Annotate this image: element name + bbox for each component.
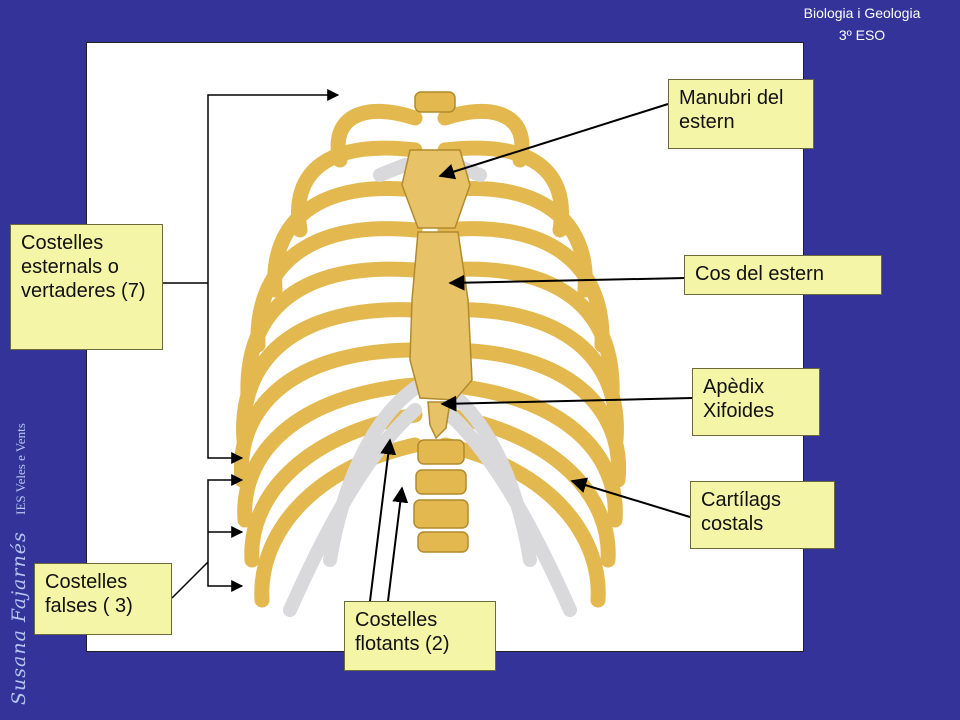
label-apendix-text: Apèdix Xifoides	[703, 376, 775, 422]
label-cartilags-text: Cartílags costals	[701, 489, 782, 535]
label-cos-estern: Cos del estern	[684, 255, 882, 295]
header: Biologia i Geologia 3º ESO	[782, 2, 942, 46]
course-title: 3º ESO	[838, 27, 886, 43]
label-costelles-esternals: Costelles esternals o vertaderes (7)	[10, 224, 163, 350]
subject-title: Biologia i Geologia	[803, 5, 921, 21]
label-cartilags: Cartílags costals	[690, 481, 835, 549]
label-costelles-falses: Costelles falses ( 3)	[34, 563, 172, 635]
label-apendix: Apèdix Xifoides	[692, 368, 820, 436]
label-manubri: Manubri del estern	[668, 79, 814, 149]
label-costelles-flotants-text: Costelles flotants (2)	[355, 609, 450, 655]
label-cos-estern-text: Cos del estern	[695, 263, 824, 285]
label-costelles-falses-text: Costelles falses ( 3)	[45, 571, 133, 617]
label-costelles-flotants: Costelles flotants (2)	[344, 601, 496, 671]
label-costelles-esternals-text: Costelles esternals o vertaderes (7)	[21, 232, 146, 302]
rib-cage-illustration	[233, 91, 627, 617]
label-manubri-text: Manubri del estern	[679, 87, 784, 133]
